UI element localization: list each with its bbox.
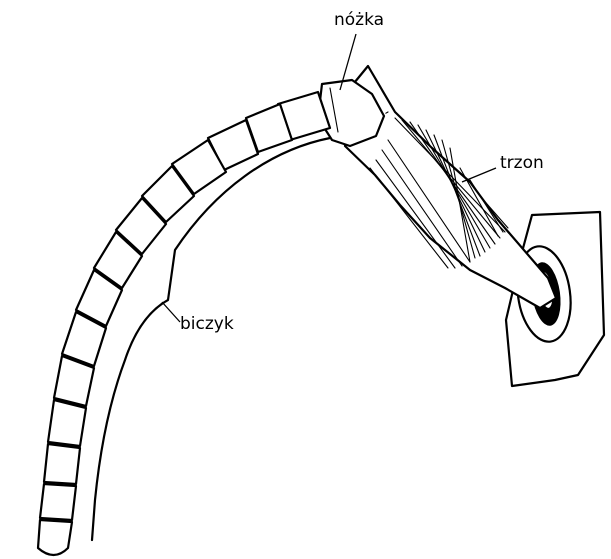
flagellum-segment <box>48 400 86 446</box>
label-scape: trzon <box>500 155 544 172</box>
flagellum-arc <box>92 138 330 540</box>
flagellum-segment <box>40 484 76 520</box>
scape-leader <box>462 168 496 182</box>
flagellum-tip <box>38 520 72 555</box>
label-flagellum: biczyk <box>180 316 234 333</box>
label-pedicel: nóżka <box>334 12 384 29</box>
flagellum-segment <box>44 444 80 484</box>
